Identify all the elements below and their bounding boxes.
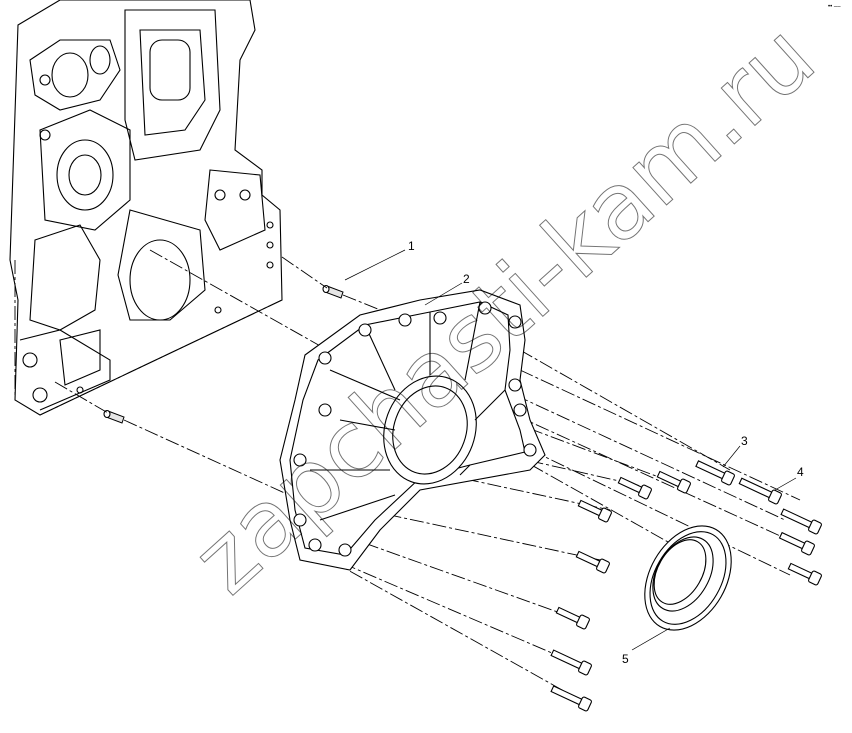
bolt-j: [555, 606, 590, 630]
callout-4: 4: [774, 465, 804, 491]
callout-label-3: 3: [741, 434, 748, 448]
bolt-g: [617, 476, 652, 500]
callout-1: 1: [344, 239, 415, 281]
dowel-pin-upper: [322, 284, 344, 299]
bolt-b: [738, 477, 782, 505]
corner-mark: •• ––: [828, 4, 841, 10]
callout-label-4: 4: [797, 465, 804, 479]
oil-seal: [644, 525, 732, 631]
callout-label-1: 1: [408, 239, 415, 253]
callout-label-5: 5: [622, 652, 629, 666]
watermark-text: zapchasti-kam.ru: [173, 3, 835, 614]
bolt-i: [575, 550, 610, 574]
bolt-h: [577, 499, 612, 523]
bolt-set: [550, 460, 822, 712]
callout-2: 2: [424, 272, 470, 306]
flywheel-housing: [279, 289, 546, 571]
bolt-c: [780, 508, 822, 535]
bolt-k: [550, 649, 592, 676]
callout-5: 5: [622, 627, 671, 666]
dowel-pin-lower: [103, 409, 125, 424]
bolt-a: [695, 460, 735, 486]
bolt-d: [778, 531, 815, 556]
callout-label-2: 2: [463, 272, 470, 286]
engine-block: [9, 0, 283, 416]
callout-3: 3: [722, 434, 748, 468]
bolt-l: [550, 685, 592, 712]
bolt-f: [656, 470, 691, 494]
bolt-e: [787, 562, 822, 586]
